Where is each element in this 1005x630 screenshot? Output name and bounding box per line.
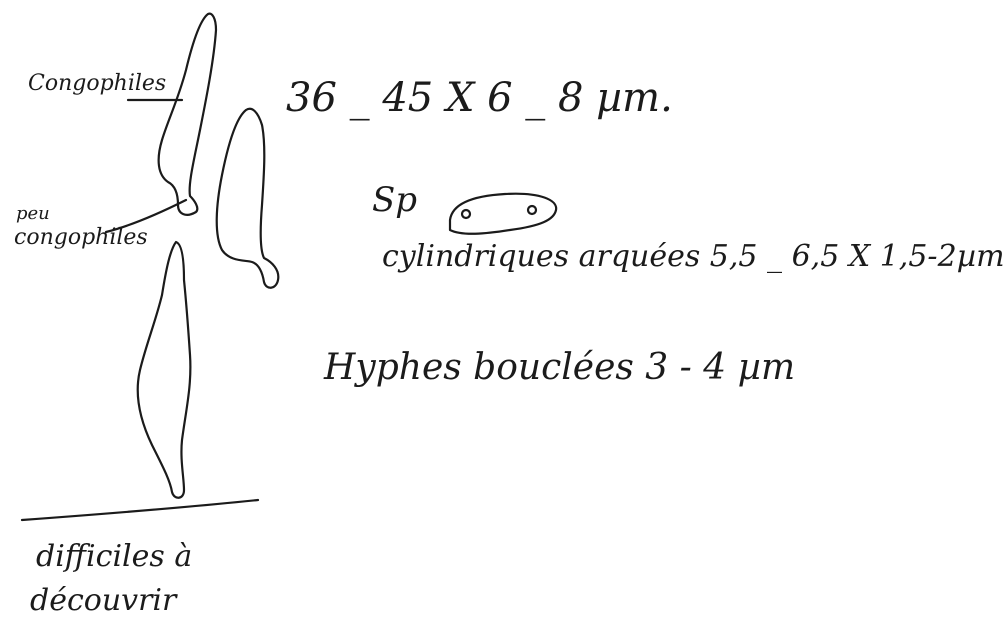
- peu-label: peu: [16, 203, 50, 224]
- spore-outline: [448, 192, 558, 235]
- spore-description: cylindriques arquées 5,5 _ 6,5 X 1,5-2µm: [382, 239, 1005, 274]
- cystidium-outline-1: [157, 12, 218, 216]
- cystidium-outline-2: [215, 107, 280, 289]
- peu-congophiles-label: congophiles: [14, 225, 148, 250]
- cystidium-outline-3: [136, 240, 192, 499]
- difficiles-line-2: découvrir: [30, 583, 177, 618]
- pointer-line-peu-congophiles: [104, 198, 188, 234]
- spore-droplet-left: [460, 208, 472, 220]
- spore-abbrev: Sp: [372, 180, 418, 220]
- hyphae-note: Hyphes bouclées 3 - 4 µm: [324, 347, 796, 388]
- baseline: [20, 498, 260, 522]
- congophiles-label: Congophiles: [28, 71, 167, 96]
- dimensions-note: 36 _ 45 X 6 _ 8 µm.: [286, 75, 673, 121]
- spore-droplet-right: [526, 204, 538, 216]
- difficiles-line-1: difficiles à: [36, 539, 193, 574]
